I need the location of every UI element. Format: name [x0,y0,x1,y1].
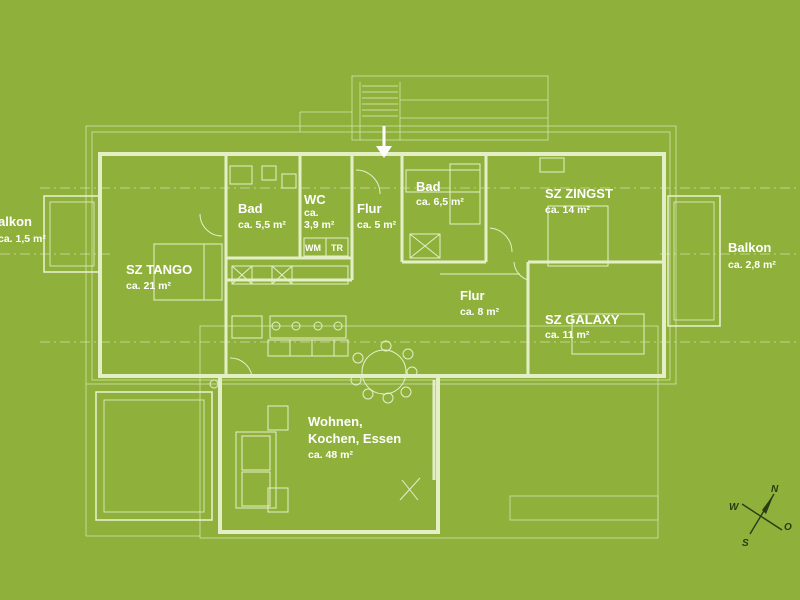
terrace [95,391,213,521]
room-name-wc: WC [304,192,326,207]
sofa [235,431,277,509]
room-name-sz-zingst: SZ ZINGST [545,186,613,201]
door-swings [199,169,529,501]
room-area-balkon-east: ca. 2,8 m² [728,259,776,271]
room-area-bad-1: ca. 5,5 m² [238,219,286,231]
room-name-wohnen-1: Wohnen, [308,414,363,429]
room-name-balkon-west: alkon [0,214,32,229]
room-area-flur-2: ca. 8 m² [460,306,500,318]
room-area-wc-2: 3,9 m² [304,219,335,231]
bed-galaxy [571,313,645,355]
bed-tango [153,243,223,301]
room-name-wohnen-2: Kochen, Essen [308,431,401,446]
room-name-sz-galaxy: SZ GALAXY [545,312,620,327]
compass-rose-icon: N O S W [729,484,792,549]
room-name-wm: WM [305,243,321,253]
compass-o: O [784,522,792,533]
axis-lines [0,187,800,343]
room-area-wc-1: ca. [304,207,319,219]
bed-zingst [547,205,609,267]
stairs [362,85,398,117]
furniture [153,205,645,513]
dining-table [361,349,407,395]
room-area-flur-1: ca. 5 m² [357,219,397,231]
compass-w: W [729,502,740,513]
room-area-wohnen: ca. 48 m² [308,449,353,461]
room-area-bad-2: ca. 6,5 m² [416,196,464,208]
room-name-sz-tango: SZ TANGO [126,262,192,277]
room-name-tr: TR [331,243,343,253]
tv-stand [267,405,289,431]
entrance-arrow-icon [376,126,392,158]
room-name-flur-2: Flur [460,288,485,303]
balcony-east [667,195,721,327]
compass-n: N [771,484,779,495]
room-area-sz-tango: ca. 21 m² [126,280,171,292]
construction-lines [85,75,677,539]
room-name-flur-1: Flur [357,201,382,216]
room-name-balkon-east: Balkon [728,240,771,255]
room-area-sz-zingst: ca. 14 m² [545,204,590,216]
room-area-balkon-west: ca. 1,5 m² [0,233,46,245]
compass-s: S [742,538,749,549]
room-name-bad-1: Bad [238,201,263,216]
interior-walls [224,156,664,480]
room-area-sz-galaxy: ca. 11 m² [545,329,590,341]
room-name-bad-2: Bad [416,179,441,194]
interior-details [229,157,565,357]
